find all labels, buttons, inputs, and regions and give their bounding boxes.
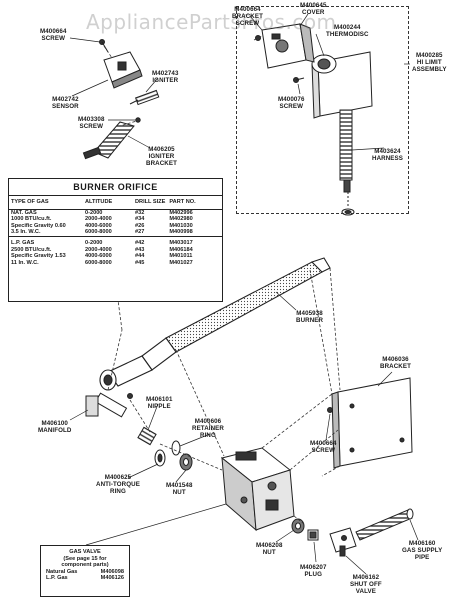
retainer-ring-part	[171, 440, 181, 456]
gas-valve-title: GAS VALVE (See page 15 for component par…	[61, 549, 109, 568]
table-row: 3.5 In. W.C. 6000-8000 #27 M400998	[11, 229, 193, 236]
header-type-of-gas: TYPE OF GAS	[9, 196, 83, 210]
nipple-part	[137, 426, 157, 446]
orifice-table-grid: TYPE OF GAS ALTITUDE DRILL SIZE PART NO.…	[9, 196, 222, 266]
gas-valve-row-lp: L.P. Gas M406126	[46, 575, 124, 581]
nut-bottom-part	[291, 518, 305, 534]
bracket-right-part	[331, 377, 413, 469]
nut-ring-part	[179, 453, 193, 471]
screw-mid-part	[293, 77, 305, 83]
burner-part	[99, 257, 331, 391]
screw-right-part	[327, 407, 333, 413]
table-row: L.P. GAS 0-2000 #42 M403017	[9, 235, 222, 247]
sensor-part	[103, 51, 143, 89]
hi-limit-assembly-box	[236, 6, 409, 214]
gas-valve-part	[220, 447, 295, 532]
header-altitude: ALTITUDE	[83, 196, 133, 210]
harness-part	[339, 109, 355, 216]
table-row: Specific Gravity 0.60 4000-6000 #26 M401…	[11, 222, 193, 229]
header-part-no: PART NO.	[167, 196, 222, 210]
table-row: 11 In. W.C. 6000-8000 #45 M401027	[11, 259, 193, 266]
header-drill-size: DRILL SIZE	[133, 196, 168, 210]
watermark: AppliancePartsPros.com	[86, 10, 337, 34]
leader-lines	[69, 13, 419, 575]
plug-part	[307, 529, 319, 541]
table-row: 1000 BTU/cu.ft. 2000-4000 #34 M402980	[11, 216, 193, 223]
anti-torque-ring-part	[154, 449, 166, 467]
manifold-part	[85, 392, 133, 418]
assembly-lines	[103, 35, 341, 525]
igniter-bracket-part	[82, 121, 135, 160]
thermodisc-part	[311, 54, 337, 74]
screw-left-top-part	[99, 39, 109, 53]
table-row: 2500 BTU/cu.ft. 2000-4000 #43 M406184	[11, 246, 193, 253]
gas-supply-pipe-part	[355, 508, 414, 541]
table-row: NAT. GAS 0-2000 #32 M402996	[11, 209, 193, 216]
cover-part	[261, 23, 315, 69]
shutoff-valve-part	[329, 527, 357, 557]
igniter-part	[129, 89, 160, 106]
burner-orifice-table: BURNER ORIFICE TYPE OF GAS ALTITUDE DRIL…	[8, 178, 223, 302]
orifice-table-title: BURNER ORIFICE	[9, 179, 222, 196]
table-row: Specific Gravity 1.53 4000-6000 #44 M401…	[11, 253, 193, 260]
gas-valve-row-natural: Natural Gas M406098	[46, 568, 124, 575]
screw-top-part	[255, 35, 261, 41]
gas-valve-box: GAS VALVE (See page 15 for component par…	[40, 545, 130, 597]
